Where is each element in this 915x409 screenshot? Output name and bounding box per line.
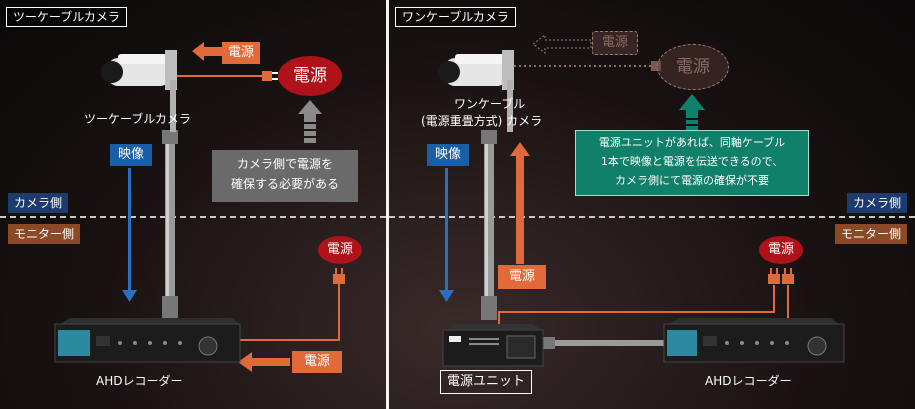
one-cable-camera-label-1: ワンケーブル (454, 97, 526, 111)
monitor-side-tag: モニター側 (8, 224, 81, 244)
video-tag-right: 映像 (427, 144, 469, 166)
monitor-power-plugs-icon (768, 268, 794, 284)
camera-side-tag-right: カメラ側 (846, 193, 907, 213)
panel-divider (386, 0, 389, 409)
video-tag: 映像 (110, 144, 152, 166)
note-line-2: 確保する必要がある (230, 177, 339, 191)
power-arrow-up (510, 142, 530, 264)
one-cable-title: ワンケーブルカメラ (395, 7, 516, 27)
video-arrow-down-right (439, 168, 454, 302)
power-unit-label: 電源ユニット (440, 370, 533, 394)
teal-note-line-2: 1本で映像と電源を伝送できるので、 (600, 155, 784, 168)
ghost-power-arrow (532, 34, 592, 54)
one-cable-panel: ワンケーブルカメラ カメラ側 モニター側 (389, 0, 915, 409)
teal-note-line-1: 電源ユニットがあれば、同軸ケーブル (598, 136, 786, 149)
one-cable-note: 電源ユニットがあれば、同軸ケーブル 1本で映像と電源を伝送できるので、 カメラ側… (575, 130, 809, 196)
two-cable-camera-label: ツーケーブルカメラ (84, 112, 191, 126)
power-up-tag: 電源 (498, 265, 546, 289)
two-cable-title: ツーケーブルカメラ (6, 7, 127, 27)
monitor-power-bubble: 電源 (318, 236, 362, 264)
one-cable-camera-label-2: (電源重畳方式) カメラ (421, 114, 543, 128)
ghost-power-bubble: 電源 (657, 44, 729, 90)
recorder-label: AHDレコーダー (96, 374, 183, 388)
power-plug-icon (262, 71, 278, 81)
camera-icon-right (438, 50, 514, 132)
ghost-power-tag: 電源 (592, 31, 638, 55)
recorder-icon (54, 318, 241, 363)
two-cable-note: カメラ側で電源を 確保する必要がある (212, 150, 358, 202)
video-arrow-down (122, 168, 137, 302)
ghost-plug-icon (651, 61, 661, 71)
power-arrow-left (192, 42, 226, 61)
camera-icon (101, 50, 177, 132)
recorder-icon-right (663, 318, 845, 363)
monitor-power-plug-icon (333, 268, 345, 284)
camera-side-tag: カメラ側 (8, 193, 69, 213)
teal-note-line-3: カメラ側にて電源の確保が不要 (615, 174, 769, 187)
note-line-1: カメラ側で電源を (236, 157, 333, 171)
camera-power-tag: 電源 (222, 42, 260, 64)
coax-cable (162, 130, 178, 320)
camera-monitor-boundary (0, 216, 386, 218)
two-cable-panel: ツーケーブルカメラ カメラ側 モニター側 (0, 0, 386, 409)
power-unit-icon (442, 324, 544, 367)
gray-arrow-up (298, 100, 322, 143)
teal-arrow-up (679, 94, 705, 130)
one-cable-drawing (438, 34, 845, 367)
camera-power-bubble: 電源 (278, 56, 342, 96)
monitor-power-bubble-right: 電源 (759, 236, 803, 264)
monitor-side-tag-right: モニター側 (834, 224, 907, 244)
two-cable-drawing (54, 42, 345, 372)
recorder-power-arrow (238, 352, 290, 372)
recorder-power-tag: 電源 (292, 351, 342, 373)
coax-cable-right (481, 130, 497, 320)
camera-monitor-boundary-right (389, 216, 915, 218)
recorder-label-right: AHDレコーダー (705, 374, 792, 388)
